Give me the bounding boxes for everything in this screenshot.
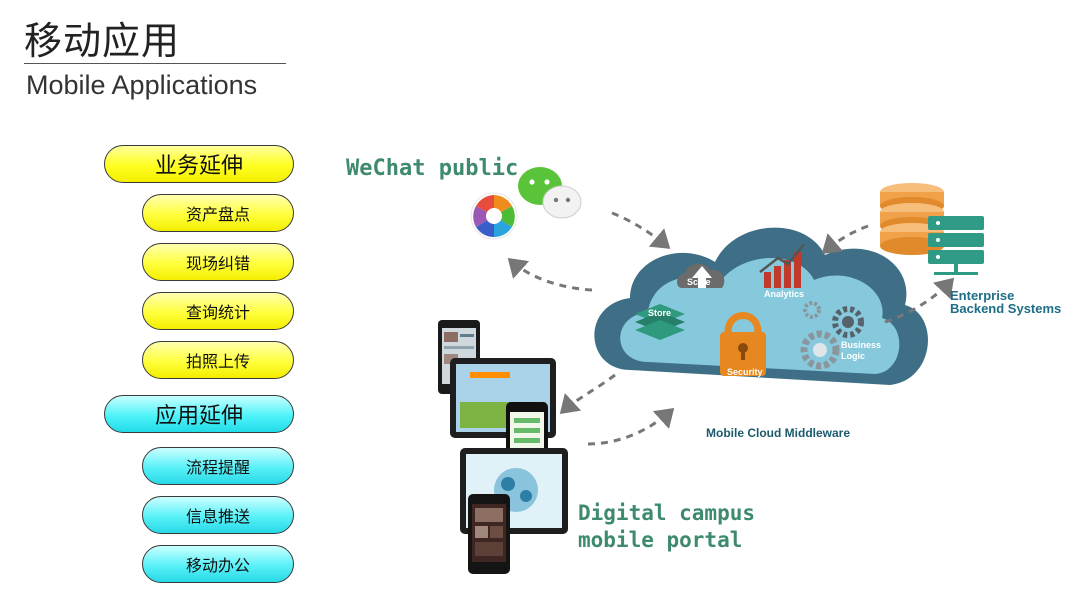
group-label: 应用延伸 [154, 404, 243, 429]
item-label: 资产盘点 [185, 205, 250, 224]
scale-icon [677, 263, 725, 288]
wechat-logo-icon [518, 167, 582, 219]
gears-icon [800, 301, 864, 370]
item-label: 流程提醒 [185, 458, 250, 477]
item-asset-inventory[interactable]: 资产盘点 [142, 194, 294, 232]
item-onsite-correction[interactable]: 现场纠错 [142, 243, 294, 281]
item-label: 查询统计 [185, 303, 250, 322]
flow-arrows [507, 211, 955, 446]
item-label: 移动办公 [185, 556, 250, 575]
security-lock-icon [720, 312, 766, 376]
item-photo-upload[interactable]: 拍照上传 [142, 341, 294, 379]
campus-portal-label: Digital campus mobile portal [578, 501, 756, 552]
scale-label: Scale [687, 277, 711, 287]
group-application-extension[interactable]: 应用延伸 [104, 395, 294, 433]
moments-aperture-icon [470, 192, 518, 240]
security-label: Security [727, 367, 763, 377]
tablet-phone-devices-image [438, 320, 568, 574]
group-label: 业务延伸 [154, 154, 243, 179]
item-query-statistics[interactable]: 查询统计 [142, 292, 294, 330]
analytics-label: Analytics [764, 289, 805, 299]
enterprise-backend-label: Enterprise Backend Systems [950, 288, 1062, 316]
item-info-push[interactable]: 信息推送 [142, 496, 294, 534]
item-label: 现场纠错 [185, 254, 250, 273]
item-mobile-office[interactable]: 移动办公 [142, 545, 294, 583]
item-label: 信息推送 [185, 507, 250, 526]
analytics-icon [759, 243, 805, 288]
page-title-cn: 移动应用 [24, 19, 181, 63]
title-divider [24, 63, 286, 64]
middleware-label: Mobile Cloud Middleware [706, 426, 851, 440]
group-business-extension[interactable]: 业务延伸 [104, 145, 294, 183]
server-icon [928, 216, 984, 275]
store-label: Store [648, 308, 672, 318]
business-logic-label: Business Logic [841, 340, 882, 361]
item-process-reminder[interactable]: 流程提醒 [142, 447, 294, 485]
mobile-cloud-diagram: WeChat public Enterprise Backend Systems… [330, 140, 1080, 580]
wechat-public-label: WeChat public [346, 156, 519, 181]
page-title-en: Mobile Applications [26, 70, 258, 100]
item-label: 拍照上传 [185, 352, 250, 371]
store-icon [635, 304, 685, 340]
